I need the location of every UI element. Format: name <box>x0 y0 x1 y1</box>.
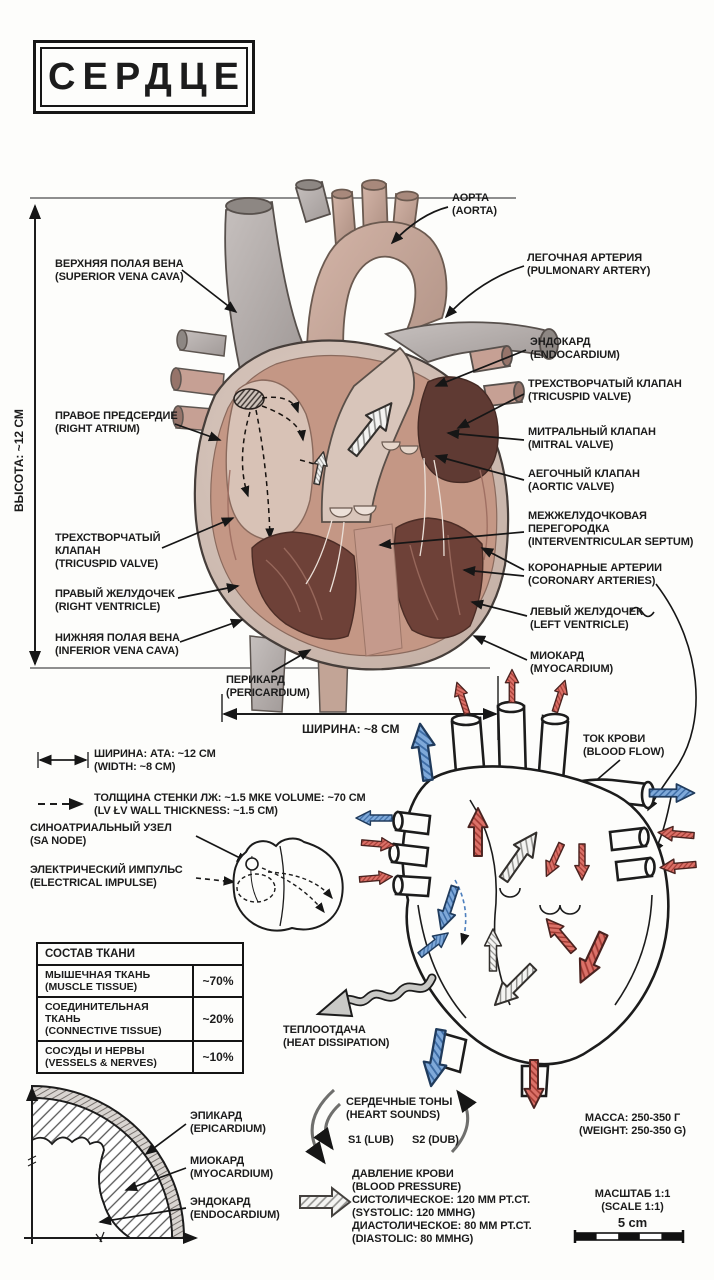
label-pulmonary-artery: ЛЕГОЧНАЯ АРТЕРИЯ (PULMONARY ARTERY) <box>527 252 651 277</box>
width-dimension-label: ШИРИНА: ~8 СМ <box>302 722 400 736</box>
label-inferior-vena-cava: НИЖНЯЯ ПОЛАЯ ВЕНА (INFERIOR VENA CAVA) <box>55 632 180 657</box>
conduction-heart-sketch <box>232 837 344 932</box>
table-row: СОЕДИНИТЕЛЬНАЯ ТКАНЬ(CONNECTIVE TISSUE) … <box>38 998 242 1042</box>
heat-arrow-icon <box>315 973 437 1018</box>
label-aortic-valve: АЕГОЧНЫЙ КЛАПАН (AORTIC VALVE) <box>528 468 640 493</box>
label-mitral-valve: МИТРАЛЬНЫЙ КЛАПАН (MITRAL VALVE) <box>528 426 656 451</box>
label-scale: МАСШТАБ 1:1 (SCALE 1:1) <box>594 1188 671 1213</box>
tissue-table-header: СОСТАВ ТКАНИ <box>38 944 242 966</box>
label-left-ventricle: ЛЕВЫЙ ЖЕЛУДОЧЕК (LEFT VENTRICLE) <box>530 606 643 631</box>
table-row: МЫШЕЧНАЯ ТКАНЬ(MUSCLE TISSUE) ~70% <box>38 966 242 998</box>
label-endocardium: ЭНДОКАРД (ENDOCARDIUM) <box>530 336 620 361</box>
label-electrical-impulse: ЭЛЕКТРИЧЕСКИЙ ИМПУЛЬС (ELECTRICAL IMPULS… <box>30 864 183 889</box>
label-myocardium-layer: МИОКАРД (MYOCARDIUM) <box>190 1155 274 1180</box>
label-heart-sounds: СЕРДЕЧНЫЕ ТОНЫ (HEART SOUNDS) <box>346 1096 453 1121</box>
label-superior-vena-cava: ВЕРХНЯЯ ПОЛАЯ ВЕНА (SUPERIOR VENA CAVA) <box>55 258 184 283</box>
label-endocardium-layer: ЭНДОКАРД (ENDOCARDIUM) <box>190 1196 280 1221</box>
leader-lines <box>161 206 528 863</box>
width-legend-icon <box>37 752 89 768</box>
title-box: СЕРДЦЕ <box>33 40 255 114</box>
label-tricuspid-valve-right: ТРЕХСТВОРЧАТЫЙ КЛАПАН (TRICUSPID VALVE) <box>528 378 682 403</box>
sketch-heart-illustration <box>315 668 698 1109</box>
legend-width-row: ШИРИНА: АТА: ~12 СМ (WIDTH: ~8 CM) <box>94 748 216 773</box>
label-s1: S1 (LUB) <box>348 1134 394 1146</box>
table-row: СОСУДЫ И НЕРВЫ(VESSELS & NERVES) ~10% <box>38 1042 242 1072</box>
row-value: ~70% <box>192 966 242 996</box>
label-right-ventricle: ПРАВЫЙ ЖЕЛУДОЧЕК (RIGHT VENTRICLE) <box>55 588 175 613</box>
scale-bar <box>573 1230 685 1243</box>
heart-sounds-arrows <box>305 1088 477 1165</box>
title-inner-border: СЕРДЦЕ <box>40 47 248 107</box>
row-value: ~10% <box>192 1042 242 1072</box>
legend-thickness-row: ТОЛЩИНА СТЕНКИ ЛЖ: ~1.5 МКЕ VOLUME: ~70 … <box>94 792 366 817</box>
label-heat-dissipation: ТЕПЛООТДАЧА (HEAT DISSIPATION) <box>283 1024 390 1049</box>
row-value: ~20% <box>192 998 242 1040</box>
label-right-atrium: ПРАВОЕ ПРЕДСЕРДИЕ (RIGHT ATRIUM) <box>55 410 178 435</box>
blood-pressure-block: ДАВЛЕНИЕ КРОВИ (BLOOD PRESSURE) СИСТОЛИЧ… <box>352 1168 532 1245</box>
label-coronary-arteries: КОРОНАРНЫЕ АРТЕРИИ (CORONARY ARTERIES) <box>528 562 662 587</box>
page-title: СЕРДЦЕ <box>48 55 246 98</box>
layer-ring-diagram <box>24 1084 198 1244</box>
label-myocardium: МИОКАРД (MYOCARDIUM) <box>530 650 614 675</box>
label-interventricular-septum: МЕЖЖЕЛУДОЧКОВАЯ ПЕРЕГОРОДКА (INTERVENTRI… <box>528 510 694 548</box>
label-sa-node: СИНОАТРИАЛЬНЫЙ УЗЕЛ (SA NODE) <box>30 822 172 847</box>
label-blood-flow: ТОК КРОВИ (BLOOD FLOW) <box>583 733 665 758</box>
label-epicardium: ЭПИКАРД (EPICARDIUM) <box>190 1110 266 1135</box>
label-tricuspid-valve-left: ТРЕХСТВОРЧАТЫЙ КЛАПАН (TRICUSPID VALVE) <box>55 532 161 570</box>
height-dimension-label: ВЫСОТА: ~12 СМ <box>12 409 26 512</box>
scale-bar-label: 5 cm <box>617 1215 648 1230</box>
label-s2: S2 (DUB) <box>412 1134 459 1146</box>
label-pericardium: ПЕРИКАРД (PERICARDIUM) <box>226 674 310 699</box>
pressure-arrow-icon <box>299 1185 352 1219</box>
tissue-table: СОСТАВ ТКАНИ МЫШЕЧНАЯ ТКАНЬ(MUSCLE TISSU… <box>36 942 244 1074</box>
label-aorta: АОРТА (AORTA) <box>452 192 497 217</box>
label-mass: МАССА: 250-350 Г (WEIGHT: 250-350 G) <box>579 1112 686 1137</box>
main-heart-illustration <box>170 179 559 713</box>
